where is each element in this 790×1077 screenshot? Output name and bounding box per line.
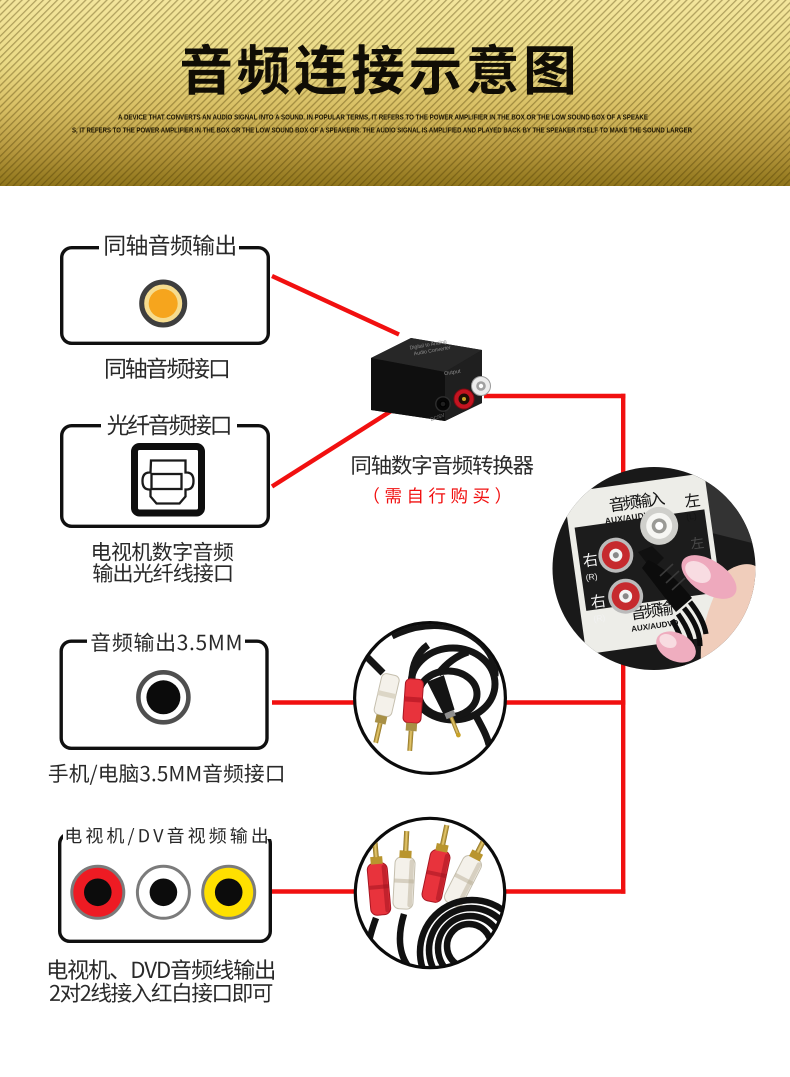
svg-text:S, IT REFERS TO THE POWER AMPL: S, IT REFERS TO THE POWER AMPLIFIER IN T…: [72, 126, 692, 135]
svg-text:A DEVICE THAT CONVERTS AN AUDI: A DEVICE THAT CONVERTS AN AUDIO SIGNAL I…: [118, 113, 648, 122]
svg-text:(L): (L): [686, 511, 698, 522]
svg-text:Output: Output: [444, 369, 462, 378]
svg-text:(R): (R): [585, 571, 598, 583]
svg-text:(R): (R): [593, 612, 606, 624]
svg-text:DC/5V: DC/5V: [430, 412, 447, 423]
